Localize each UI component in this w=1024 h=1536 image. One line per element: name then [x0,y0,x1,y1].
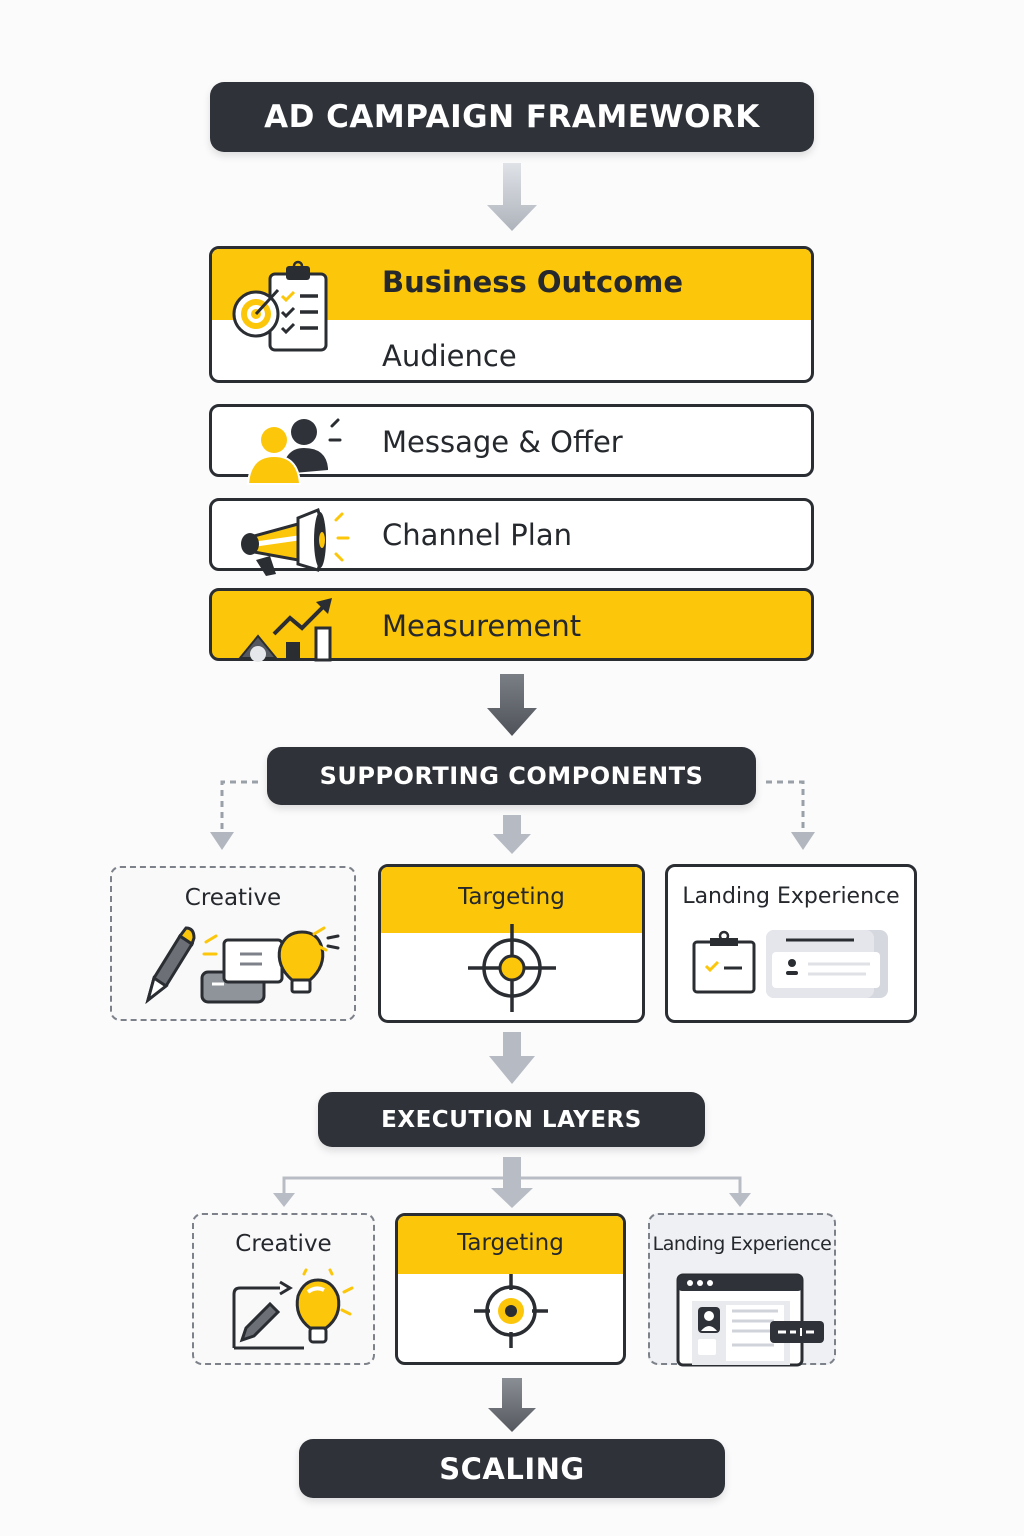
business-outcome-audience-block: Business Outcome Audience [209,246,814,383]
channel-plan-label: Channel Plan [382,518,572,552]
growth-chart-icon [237,598,332,662]
card-title: Creative [184,885,282,911]
crosshair-icon [468,924,556,1012]
execution-card-creative[interactable]: Creative [192,1213,375,1365]
measurement-label: Measurement [382,609,582,643]
crosshair-icon [474,1274,548,1348]
framework-title-text: AD CAMPAIGN FRAMEWORK [264,99,760,135]
pencil-idea-icon [145,926,340,1004]
arrow-down-icon [487,163,537,231]
card-title: Targeting [457,1230,564,1256]
scaling-title-text: SCALING [439,1451,585,1486]
card-title: Landing Experience [682,884,900,909]
targeting-band [398,1216,623,1274]
landing-page-icon [692,930,888,998]
execution-layers-title-text: EXECUTION LAYERS [381,1106,642,1133]
people-icon [246,418,342,485]
card-title: Landing Experience [652,1233,832,1255]
execution-layers-title: EXECUTION LAYERS [318,1092,705,1147]
framework-title: AD CAMPAIGN FRAMEWORK [210,82,814,152]
arrow-down-icon [487,674,537,736]
arrow-down-icon [489,1032,535,1084]
scaling-title: SCALING [299,1439,725,1498]
measurement-block: Measurement [209,588,814,661]
card-title: Targeting [458,884,565,910]
megaphone-icon [241,508,350,576]
message-offer-label: Message & Offer [382,425,623,459]
targeting-band [381,867,642,933]
arrow-down-icon [488,1378,536,1432]
browser-window-icon [676,1273,824,1367]
pencil-lightbulb-icon [232,1268,354,1350]
card-title: Creative [235,1231,332,1257]
supporting-components-title: SUPPORTING COMPONENTS [267,747,756,805]
audience-label: Audience [382,339,517,373]
business-outcome-label: Business Outcome [382,265,684,299]
supporting-components-title-text: SUPPORTING COMPONENTS [319,762,704,790]
target-clipboard-icon [232,260,328,352]
